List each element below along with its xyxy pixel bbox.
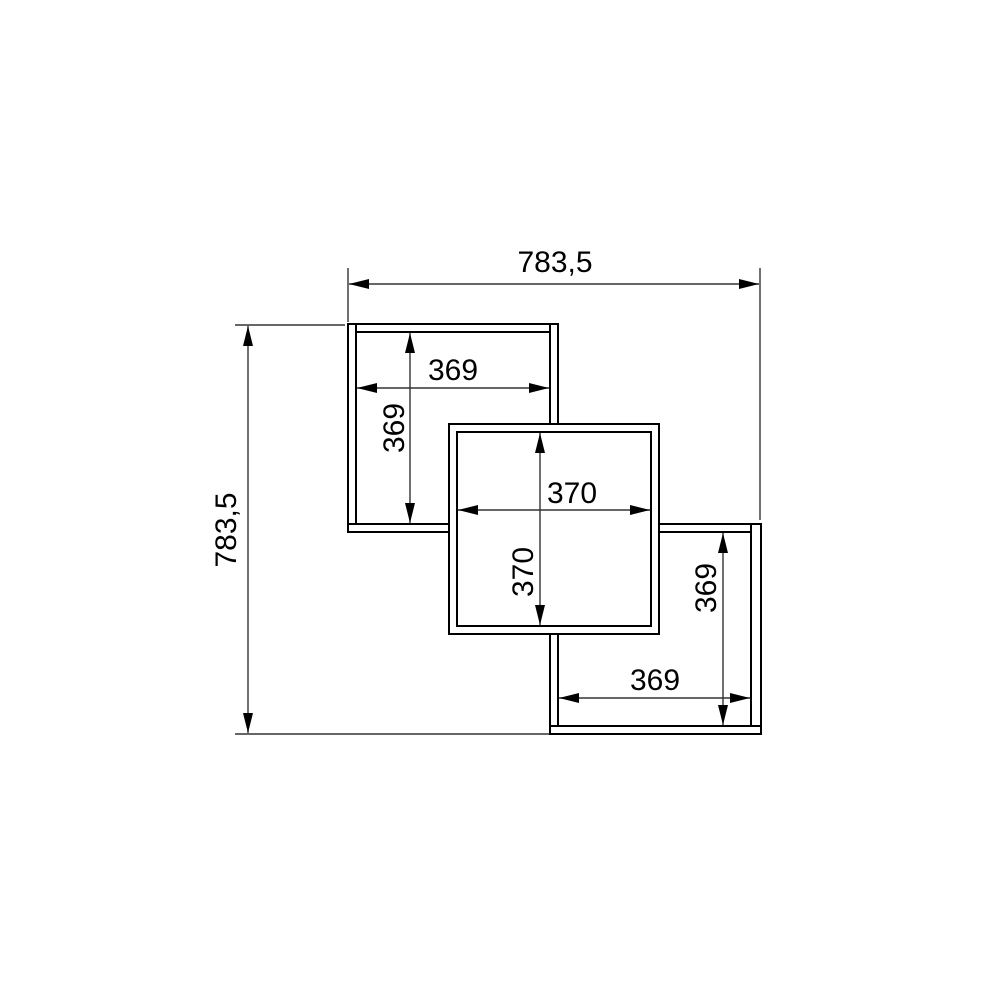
compartment-top-left: 369 369: [347, 323, 559, 533]
compartment-bottom-right: 369 369: [549, 523, 762, 735]
compartment-center: 370 370: [448, 423, 660, 635]
bottom-right-height-label: 369: [690, 563, 723, 613]
overall-height-dimension: 783,5: [210, 324, 555, 735]
bottom-right-width-label: 369: [630, 664, 680, 697]
overall-width-label: 783,5: [517, 246, 592, 279]
top-left-width-label: 369: [428, 354, 478, 387]
top-left-height-label: 369: [378, 403, 411, 453]
overall-width-dimension: 783,5: [347, 246, 761, 520]
center-height-label: 370: [507, 547, 540, 597]
center-width-label: 370: [547, 477, 597, 510]
overall-height-label: 783,5: [210, 492, 243, 567]
